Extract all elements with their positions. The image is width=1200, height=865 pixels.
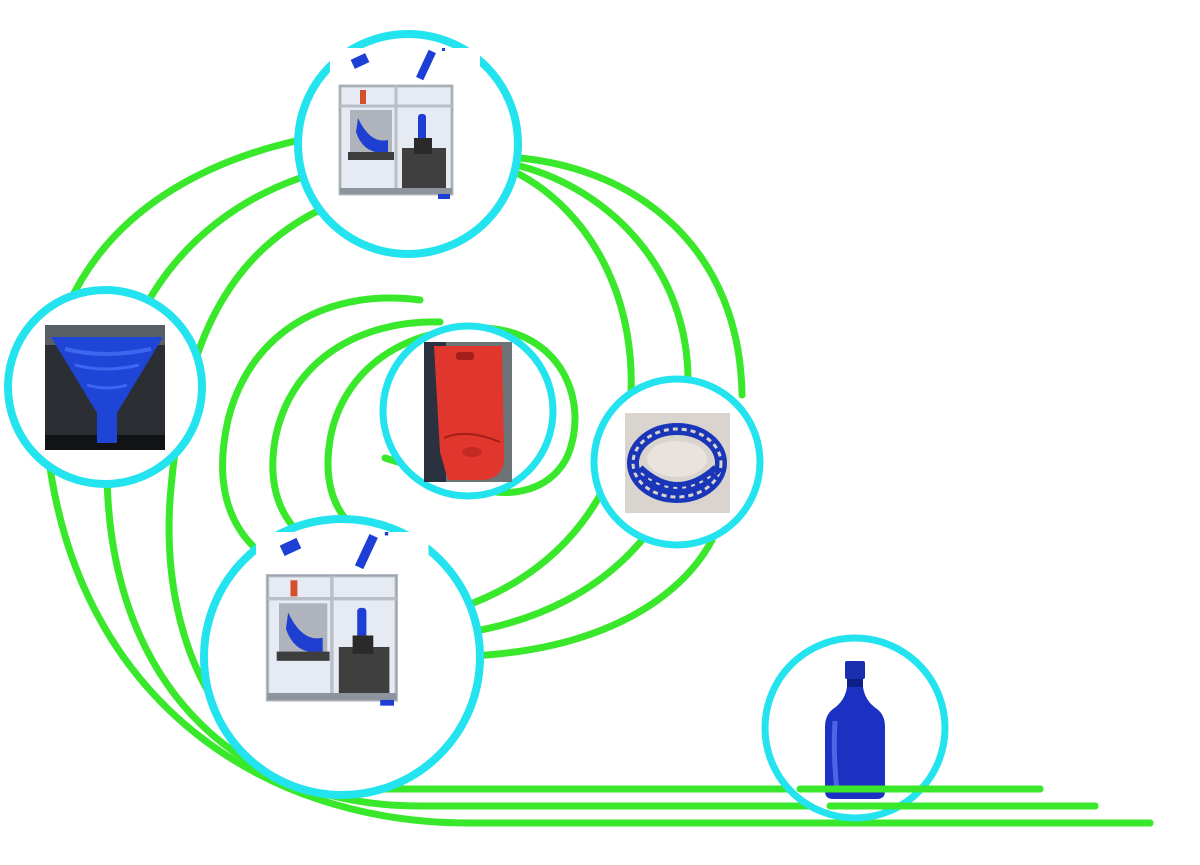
- printer-enclosure-icon: [254, 530, 431, 718]
- node-bracelet[interactable]: [590, 375, 764, 549]
- blue-bottle-icon: [815, 655, 895, 805]
- filament-spiral-inner: [324, 326, 464, 534]
- node-printer-bottom[interactable]: [200, 515, 484, 799]
- blue-funnel-icon: [43, 323, 167, 452]
- filament-arc-right-middle: [516, 162, 692, 389]
- node-funnel[interactable]: [4, 286, 206, 488]
- filament-spiral-middle: [269, 318, 444, 556]
- filament-path-outer: [42, 136, 1154, 827]
- filament-arc-lower-inner: [466, 536, 646, 636]
- filament-tail-overlay: [796, 785, 1154, 827]
- mesh-bracelet-icon: [625, 413, 730, 513]
- node-bottle[interactable]: [761, 634, 949, 822]
- node-printer-top[interactable]: [294, 30, 522, 258]
- node-red-part[interactable]: [379, 322, 557, 500]
- printer-enclosure-icon: [328, 46, 482, 210]
- filament-spiral-outer: [219, 294, 424, 564]
- filament-arc-lower-outer: [466, 536, 716, 660]
- filament-arc-right-outer: [516, 154, 746, 399]
- red-printed-part-icon: [423, 341, 513, 483]
